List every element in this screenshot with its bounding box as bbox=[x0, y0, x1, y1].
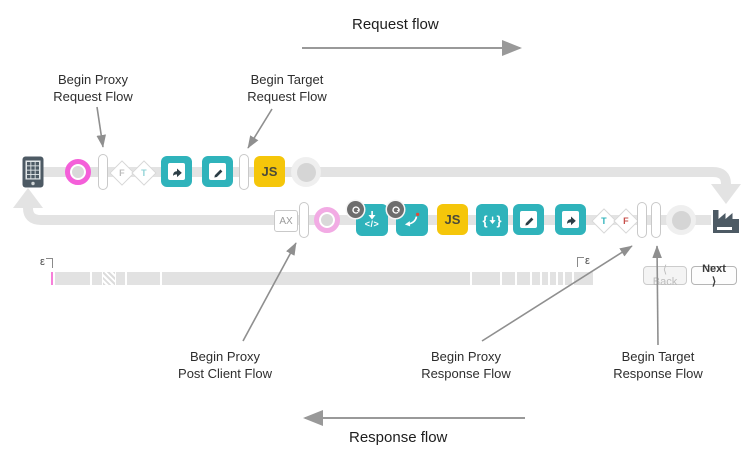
timeline-segment bbox=[55, 272, 90, 285]
request-flow-step-dot[interactable] bbox=[291, 157, 321, 187]
annotation-target-response: Begin Target Response Flow bbox=[568, 349, 748, 383]
annotation-line: Begin Proxy bbox=[189, 349, 261, 364]
condition-false-label: F bbox=[119, 168, 125, 178]
rotate-arrow-badge-icon bbox=[387, 201, 404, 218]
edit-message-policy-icon[interactable] bbox=[513, 204, 544, 235]
extract-variables-policy-icon[interactable]: { } bbox=[476, 204, 508, 236]
annotation-proxy-response: Begin Proxy Response Flow bbox=[376, 349, 556, 383]
rotate-arrow-badge-icon bbox=[347, 201, 364, 218]
annotation-proxy-request: Begin Proxy Request Flow bbox=[3, 72, 183, 106]
proxy-request-pointer-arrow bbox=[96, 106, 106, 148]
analytics-step-box[interactable]: AX bbox=[274, 210, 298, 232]
proxy-request-start-dot[interactable] bbox=[65, 159, 91, 185]
post-client-flow-marker[interactable] bbox=[299, 202, 309, 238]
condition-true-label: T bbox=[601, 216, 607, 226]
response-end-dot[interactable] bbox=[314, 207, 340, 233]
target-response-flow-marker[interactable] bbox=[651, 202, 661, 238]
client-phone-icon[interactable] bbox=[22, 156, 44, 193]
timeline-segment bbox=[103, 272, 115, 285]
timeline-segment bbox=[472, 272, 500, 285]
condition-true-label: T bbox=[141, 168, 147, 178]
annotation-line: Begin Target bbox=[621, 349, 695, 364]
elapsed-end-marker: ε bbox=[577, 255, 590, 267]
javascript-policy-icon[interactable]: JS bbox=[254, 156, 285, 187]
request-flow-step-dot-center bbox=[296, 162, 316, 182]
annotation-line: Request Flow bbox=[247, 88, 327, 104]
back-button[interactable]: ⟨ Back bbox=[643, 264, 687, 288]
timeline-segment bbox=[92, 272, 102, 285]
timeline-bar[interactable] bbox=[48, 272, 593, 285]
assign-message-policy-icon[interactable] bbox=[555, 204, 586, 235]
annotation-post-client: Begin Proxy Post Client Flow bbox=[135, 349, 315, 383]
target-server-factory-icon[interactable] bbox=[711, 206, 741, 239]
timeline-segment bbox=[542, 272, 548, 285]
analytics-label: AX bbox=[279, 215, 293, 227]
javascript-policy-icon[interactable]: JS bbox=[437, 204, 468, 235]
timeline-segment bbox=[532, 272, 540, 285]
brace-close-label: } bbox=[496, 212, 502, 228]
brace-open-label: { bbox=[482, 212, 488, 228]
code-label: </> bbox=[364, 219, 380, 229]
condition-true-diamond[interactable]: T bbox=[131, 160, 157, 186]
timeline-segment bbox=[502, 272, 515, 285]
pencil-icon bbox=[520, 211, 537, 228]
annotation-line: Post Client Flow bbox=[178, 365, 272, 381]
timeline-segment bbox=[127, 272, 160, 285]
epsilon-left-label: ε bbox=[40, 256, 45, 268]
annotation-line: Begin Proxy bbox=[430, 349, 502, 364]
annotation-target-request: Begin Target Request Flow bbox=[197, 72, 377, 106]
target-request-flow-marker[interactable] bbox=[239, 154, 249, 190]
proxy-response-pointer-arrow bbox=[481, 245, 633, 342]
javascript-policy-label: JS bbox=[444, 212, 461, 227]
epsilon-right-label: ε bbox=[585, 255, 590, 267]
bracket-left-icon bbox=[577, 257, 584, 267]
forward-arrow-icon bbox=[562, 211, 579, 228]
proxy-response-flow-marker[interactable] bbox=[637, 202, 647, 238]
proxy-request-flow-marker[interactable] bbox=[98, 154, 108, 190]
timeline-segment bbox=[558, 272, 563, 285]
target-request-pointer-arrow bbox=[247, 108, 273, 149]
assign-message-policy-icon[interactable] bbox=[161, 156, 192, 187]
timeline-segment bbox=[550, 272, 556, 285]
target-response-pointer-arrow bbox=[652, 245, 662, 346]
annotation-line: Begin Target bbox=[250, 72, 324, 87]
condition-false-label: F bbox=[623, 216, 629, 226]
annotation-line: Response Flow bbox=[613, 365, 703, 381]
elapsed-start-marker: ε bbox=[40, 256, 53, 268]
timeline-segment bbox=[574, 272, 593, 285]
condition-false-diamond[interactable]: F bbox=[613, 208, 639, 234]
javascript-policy-label: JS bbox=[261, 164, 278, 179]
pencil-icon bbox=[209, 163, 226, 180]
annotation-line: Request Flow bbox=[53, 88, 133, 104]
forward-arrow-icon bbox=[168, 163, 185, 180]
next-button[interactable]: Next ⟩ bbox=[691, 263, 737, 288]
response-flow-step-dot-center bbox=[671, 210, 691, 230]
annotation-line: Response Flow bbox=[421, 365, 511, 381]
request-flow-heading: Request flow bbox=[352, 16, 439, 33]
down-arrow-icon bbox=[488, 216, 496, 224]
timeline-segment bbox=[116, 272, 125, 285]
timeline-segment bbox=[162, 272, 470, 285]
response-flow-step-dot[interactable] bbox=[666, 205, 696, 235]
post-client-pointer-arrow bbox=[242, 242, 297, 342]
annotation-line: Begin Proxy bbox=[57, 72, 129, 87]
timeline-start-tick bbox=[51, 272, 53, 285]
edit-message-policy-icon[interactable] bbox=[202, 156, 233, 187]
response-flow-heading: Response flow bbox=[349, 429, 448, 446]
request-flow-arrowhead-icon bbox=[711, 184, 741, 204]
timeline-segment bbox=[517, 272, 530, 285]
timeline-segment bbox=[565, 272, 572, 285]
bracket-right-icon bbox=[45, 258, 53, 268]
